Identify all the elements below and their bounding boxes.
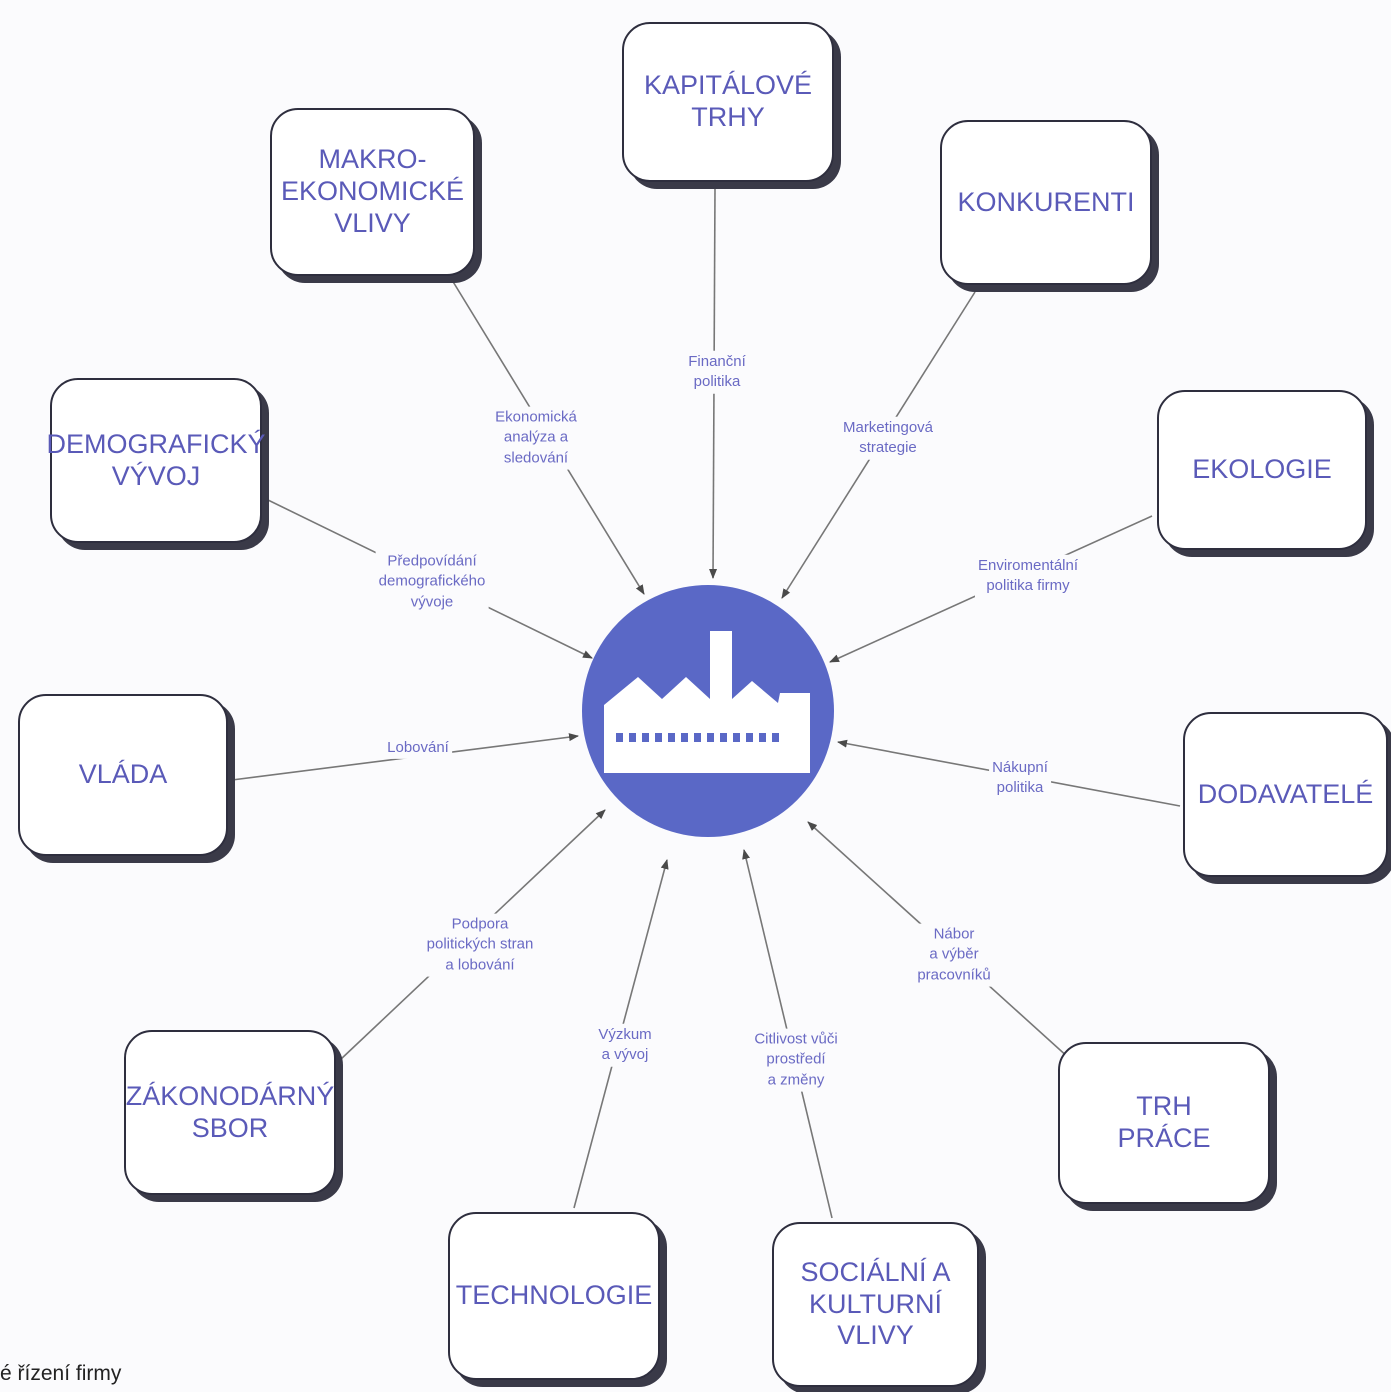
node-dodavatele: DODAVATELÉ <box>1183 712 1388 877</box>
node-ekologie: EKOLOGIE <box>1157 390 1367 550</box>
factory-icon <box>604 631 810 773</box>
flow-label-kapitalove-trhy: Finanční politika <box>685 350 749 394</box>
flow-label-dodavatele: Nákupní politika <box>989 756 1051 800</box>
flow-label-socialni-kulturni: Citlivost vůči prostředí a změny <box>751 1028 841 1092</box>
flow-label-makroekonomicke-vlivy: Ekonomická analýza a sledování <box>492 406 580 470</box>
flow-label-ekologie: Enviromentální politika firmy <box>974 554 1082 598</box>
footer-caption: é řízení firmy <box>0 1362 122 1385</box>
flow-label-demograficky-vyvoj: Předpovídání demografického vývoje <box>375 550 489 614</box>
node-demograficky-vyvoj: DEMOGRAFICKÝ VÝVOJ <box>46 378 266 543</box>
flow-label-zakonodarny-sbor: Podpora politických stran a lobování <box>423 913 537 977</box>
node-kapitalove-trhy: KAPITÁLOVÉ TRHY <box>622 22 834 182</box>
node-trh-prace: TRH PRÁCE <box>1058 1042 1270 1204</box>
flow-label-technologie: Výzkum a vývoj <box>595 1023 655 1067</box>
company-hub <box>582 585 834 837</box>
flow-label-konkurenti: Marketingová strategie <box>839 416 937 460</box>
flow-label-trh-prace: Nábor a výběr pracovníků <box>914 923 994 987</box>
node-makroekonomicke-vlivy: MAKRO- EKONOMICKÉ VLIVY <box>270 108 475 276</box>
node-zakonodarny-sbor: ZÁKONODÁRNÝ SBOR <box>124 1030 336 1195</box>
node-konkurenti: KONKURENTI <box>940 120 1152 285</box>
node-vlada: VLÁDA <box>18 694 228 856</box>
node-socialni-kulturni: SOCIÁLNÍ A KULTURNÍ VLIVY <box>772 1222 979 1387</box>
node-technologie: TECHNOLOGIE <box>448 1212 660 1380</box>
flow-label-vlada: Lobování <box>384 736 452 760</box>
